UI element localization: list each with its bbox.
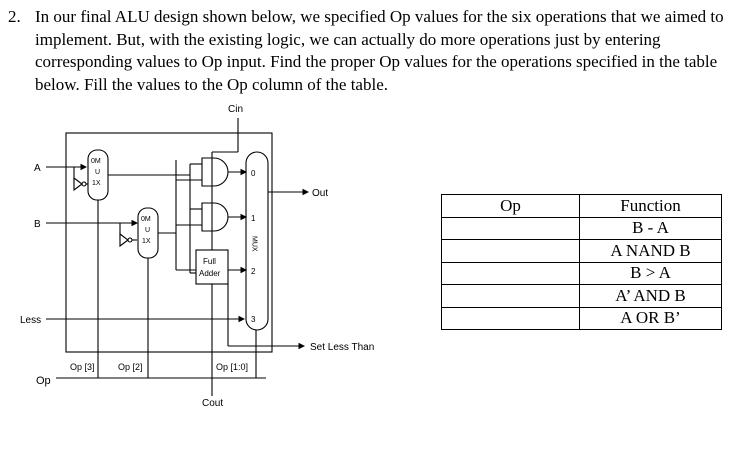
less-label: Less <box>20 315 41 326</box>
set-less-than-label: Set Less Than <box>310 342 374 353</box>
op-cell[interactable] <box>441 216 580 240</box>
mux-output-label: MUX <box>251 236 258 252</box>
question-text: 2. In our final ALU design shown below, … <box>8 6 738 96</box>
full-adder-label-1: Full <box>203 257 216 266</box>
alu-outer-box <box>65 132 273 353</box>
cout-label: Cout <box>202 398 223 409</box>
table-row: A’ AND B <box>441 284 722 308</box>
table-row: A OR B’ <box>441 306 722 330</box>
table-row: B - A <box>441 216 722 240</box>
op3-label: Op [3] <box>70 362 95 372</box>
mux-a-label-mid: U <box>95 169 100 176</box>
a-label: A <box>34 163 41 174</box>
mux-b-label-bot: 1X <box>142 238 151 245</box>
op-cell[interactable] <box>441 261 580 285</box>
mux-b-label-top: 0M <box>141 216 151 223</box>
table-header-op: Op <box>441 194 580 218</box>
mux-output <box>245 151 269 331</box>
op10-label: Op [1:0] <box>216 362 248 372</box>
full-adder <box>195 249 229 285</box>
function-cell: A OR B’ <box>579 306 722 330</box>
table-row: B > A <box>441 261 722 285</box>
and-gate-mid <box>201 202 229 232</box>
b-label: B <box>34 219 41 230</box>
mux-input-2: 2 <box>251 267 256 276</box>
table-row: A NAND B <box>441 239 722 263</box>
function-cell: B - A <box>579 216 722 240</box>
function-cell: A NAND B <box>579 239 722 263</box>
op-cell[interactable] <box>441 306 580 330</box>
cin-label: Cin <box>228 104 243 115</box>
mux-input-3: 3 <box>251 315 256 324</box>
op-function-table: Op Function B - A A NAND B B > A A’ AND … <box>441 194 722 330</box>
mux-b-label-mid: U <box>145 227 150 234</box>
out-label: Out <box>312 188 328 199</box>
function-cell: B > A <box>579 261 722 285</box>
and-gate-top <box>201 157 229 187</box>
function-cell: A’ AND B <box>579 284 722 308</box>
table-header-function: Function <box>579 194 722 218</box>
table-header-row: Op Function <box>441 194 722 218</box>
mux-input-1: 1 <box>251 214 256 223</box>
question-body: In our final ALU design shown below, we … <box>35 7 724 94</box>
op-label: Op <box>36 375 51 387</box>
op2-label: Op [2] <box>118 362 143 372</box>
mux-a-label-bot: 1X <box>92 180 101 187</box>
op-cell[interactable] <box>441 284 580 308</box>
op-cell[interactable] <box>441 239 580 263</box>
question-number: 2. <box>8 7 21 26</box>
full-adder-label-2: Adder <box>199 269 221 278</box>
mux-input-0: 0 <box>251 169 256 178</box>
mux-a-label-top: 0M <box>91 158 101 165</box>
